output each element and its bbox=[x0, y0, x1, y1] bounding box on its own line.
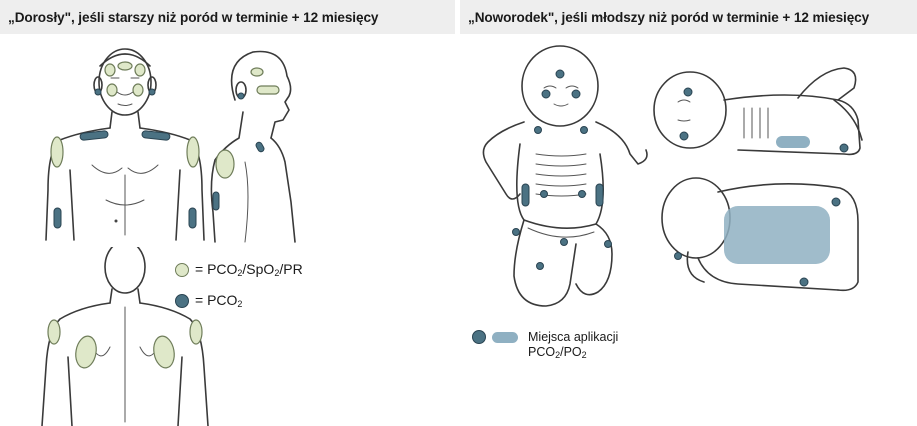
newborn-legend-line2: PCO2/PO2 bbox=[528, 345, 618, 363]
green-dot-icon bbox=[175, 263, 189, 277]
blue-dot-icon bbox=[175, 294, 189, 308]
adult-side-figure bbox=[205, 42, 305, 247]
newborn-legend-line1: Miejsca aplikacji bbox=[528, 330, 618, 345]
adult-front-figure bbox=[40, 40, 210, 245]
newborn-legend bbox=[472, 330, 518, 344]
legend-green-label: = PCO2/SpO2/PR bbox=[195, 261, 303, 278]
legend-blue: = PCO2 bbox=[175, 292, 242, 309]
newborn-front-figure bbox=[480, 44, 660, 314]
adult-panel-title: „Dorosły", jeśli starszy niż poród w ter… bbox=[0, 0, 455, 34]
newborn-legend-label: Miejsca aplikacji PCO2/PO2 bbox=[528, 330, 618, 363]
newborn-side-figure bbox=[648, 50, 868, 170]
newborn-panel: „Noworodek", jeśli młodszy niż poród w t… bbox=[460, 0, 917, 426]
legend-green: = PCO2/SpO2/PR bbox=[175, 261, 303, 278]
shaded-area-icon bbox=[492, 332, 518, 343]
newborn-back-figure bbox=[658, 172, 863, 297]
newborn-panel-title: „Noworodek", jeśli młodszy niż poród w t… bbox=[460, 0, 917, 34]
blue-dot-icon bbox=[472, 330, 486, 344]
legend-blue-label: = PCO2 bbox=[195, 292, 242, 309]
adult-panel: „Dorosły", jeśli starszy niż poród w ter… bbox=[0, 0, 455, 426]
